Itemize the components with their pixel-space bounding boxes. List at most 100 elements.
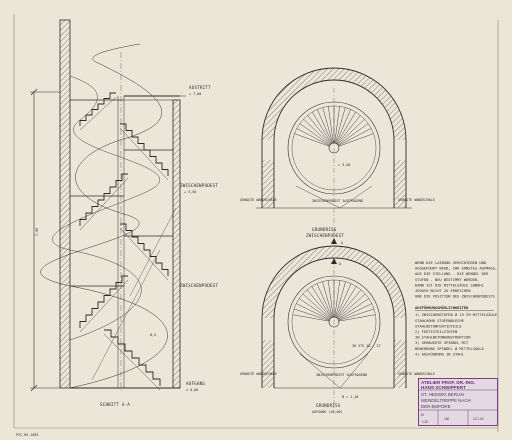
stamp-date: 12.1.63 (473, 417, 484, 421)
plan-upper-labels: + 3,50 GEWAGTE WANDSCHALE ZWISCHENPODEST… (240, 163, 435, 245)
tread-line (299, 298, 330, 320)
tread-line (294, 133, 330, 147)
label-top-level: + 7,00 (189, 92, 201, 96)
note-intro-line: WENN DIE LAIBUNG VERSCHIEDEN UND (415, 261, 486, 265)
stair-flight (79, 173, 128, 226)
note-option-line: IN STAHLBETONKONSTRUKTION (415, 336, 471, 340)
tread-line (335, 109, 351, 144)
stamp-line3: ST. HEDWIG BERLIN (421, 392, 464, 397)
tread-line (338, 314, 376, 322)
note-option-line: 1) ZWISCHENSTUFEN Ø 15 CM MITTELSÄULE (415, 312, 497, 317)
section-drawing (30, 19, 186, 392)
stair-soffit (119, 127, 169, 181)
tread-line (338, 128, 372, 146)
plan-upper-caption2: ZWISCHENPODEST (306, 233, 344, 238)
plan-lower-mid-label: ZWISCHENPODEST AUSTRAGEND (316, 373, 367, 377)
note-option-line: STAHLBETONFERTIGTEILE (415, 324, 462, 328)
section-title: SCHNITT A-A (100, 402, 130, 407)
archive-stamp: ATELIER PROF. DR.-ING. HANS SCHWIPPERT S… (418, 378, 498, 426)
label-side: 8,5 (150, 333, 156, 337)
note-option-line: STAHLROHR STUFENBLECHE (415, 319, 464, 323)
tread-line (293, 308, 330, 321)
section-labels: AUSTRITT + 7,00 ZWISCHENPODEST + 3,50 ZW… (35, 85, 218, 407)
tread-line (338, 303, 372, 321)
stamp-scale: 1:20 (422, 420, 428, 424)
tread-line (307, 115, 332, 145)
plan-lower-caption: GRUNDRISS (316, 403, 341, 408)
tread-line (335, 107, 346, 144)
tread-line (312, 111, 332, 144)
note-option-line: 3) GEMAUERTE SPINDEL MIT (415, 341, 469, 345)
tread-line (322, 107, 333, 144)
section-arrow-lower (331, 258, 337, 264)
plan-upper-caption: GRUNDRISS (312, 227, 337, 232)
stair-soffit (79, 96, 117, 131)
stair-flight (104, 329, 161, 386)
note-option-line: BEWEHRUNG SPINDEL Ø MITTELSÄULE (415, 346, 484, 351)
tread-line (316, 283, 333, 318)
tread-line (336, 115, 361, 145)
stair-soffit (79, 177, 129, 231)
tread-line (296, 303, 330, 321)
section-arrow-upper (331, 238, 337, 244)
right-wall (172, 99, 181, 389)
note-intro-line: UND DIE POSITION DES ZWISCHENPODESTS (415, 295, 495, 299)
tread-line (299, 123, 331, 146)
tread-line (336, 286, 357, 318)
stair-steps (70, 92, 173, 391)
stamp-line4: WENDELTREPPE NACH (421, 398, 471, 403)
tread-line (327, 280, 334, 318)
tread-line (337, 289, 362, 319)
sheet-frame (13, 14, 499, 432)
plan-upper-left-label: GEWAGTE WANDSCHALE (240, 198, 277, 202)
plan-upper-level: + 3,50 (338, 163, 350, 167)
label-landing: ZWISCHENPODEST (180, 183, 218, 188)
tread-line (336, 111, 356, 144)
left-wall (59, 19, 71, 389)
note-intro-line: STUFEN - NEU BESTIMMT WERDEN. (415, 278, 479, 282)
tread-line (292, 314, 330, 322)
stamp-scale-label: M (421, 413, 424, 417)
plan-lower-bottom-arrow-label: B = 1,10 (342, 395, 358, 399)
tread-line (335, 283, 352, 318)
stair-soffit (119, 227, 169, 281)
stamp-line1: ATELIER PROF. DR.-ING. (421, 380, 475, 385)
tread-line (334, 280, 341, 318)
note-intro-line: JEDOCH NICHT ZU ERREICHEN (415, 289, 471, 293)
plan-upper-treads (294, 106, 374, 147)
note-intro-line: AUSGEFÜHRT WIRD, IHR ERNSTES AUFMASS, (415, 266, 497, 271)
tread-line (328, 106, 334, 144)
tread-line (303, 119, 331, 145)
stair-flight (79, 275, 128, 328)
tread-line (337, 123, 369, 146)
tread-line (317, 109, 333, 144)
tread-line (311, 286, 332, 318)
label-mid-landing: ZWISCHENPODEST (180, 283, 218, 288)
tread-line (337, 119, 365, 145)
tread-line (338, 133, 374, 147)
plan-lower-arrow-label: A (339, 262, 341, 266)
height-dimension: 7,00 (35, 228, 39, 236)
tread-line (337, 293, 366, 319)
label-top: AUSTRITT (189, 85, 211, 90)
note-intro-line: DANN IST DIE MITTELSÄULE SOWOHL (415, 282, 485, 287)
stamp-line2: HANS SCHWIPPERT (421, 385, 466, 390)
note-option-line: 2) FERTIGTEILSTUFEN (415, 330, 457, 334)
stair-soffit (79, 279, 129, 333)
note-intro-line: AUS DIE STELLUNG - DIE WENDEL DER (415, 272, 489, 276)
plan-upper-right-label: GEWAGTE WANDSCHALE (398, 198, 435, 202)
tread-line (302, 293, 331, 319)
tread-line (296, 128, 330, 146)
plan-lower-dim: 38 STG 18 / 27 (352, 344, 381, 348)
notes-heading: AUSFÜHRUNGSMÖGLICHKEITEN (415, 305, 468, 310)
plan-upper-mid-label: ZWISCHENPODEST AUSTRAGEND (312, 199, 363, 203)
plan-lower (261, 245, 407, 412)
plan-lower-treads (292, 280, 376, 322)
tread-line (338, 308, 375, 321)
plan-lower-caption2: AUFGANG (±0,00) (312, 410, 343, 414)
plan-lower-labels: 38 STG 18 / 27 GEWAGTE WANDSCHALE ZWISCH… (240, 262, 435, 414)
note-option-line: 4) AUSFÜHRUNG IN STAHL (415, 351, 465, 356)
label-landing-level: + 3,50 (184, 190, 196, 194)
